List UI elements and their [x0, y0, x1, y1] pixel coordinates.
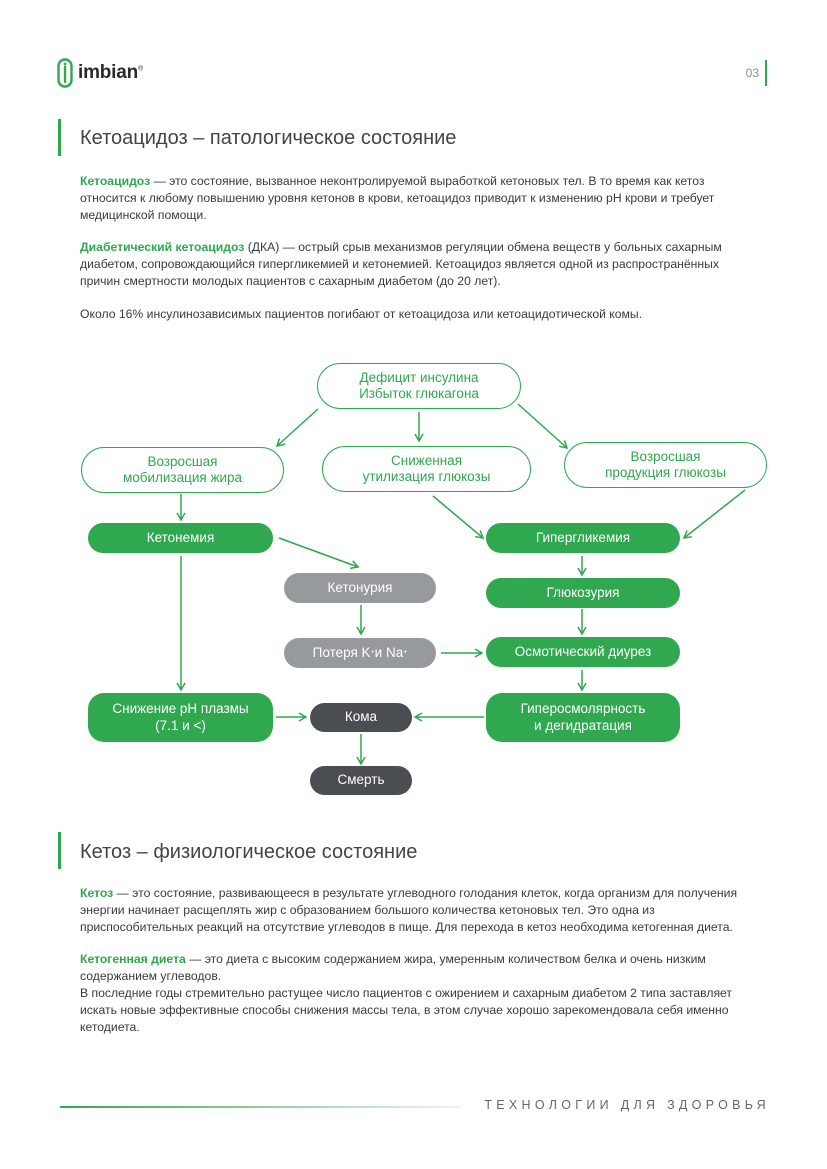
paragraph-text: (ДКА) — острый срыв механизмов регуляции… [80, 240, 722, 288]
node-glucosuria: Глюкозурия [486, 578, 680, 608]
section-title-ketosis: Кетоз – физиологическое состояние [80, 841, 418, 863]
node-death: Смерть [310, 766, 412, 795]
paragraph: Кетоацидоз — это состояние, вызванное не… [80, 173, 760, 223]
paragraph: В последние годы стремительно растущее ч… [80, 985, 732, 1034]
paragraph: Около 16% инсулинозависимых пациентов по… [80, 306, 643, 321]
arrow [682, 489, 746, 539]
paragraph: Кетоз — это состояние, развивающееся в р… [80, 885, 760, 935]
node-coma: Кома [310, 703, 412, 732]
page-number: 03 [745, 66, 759, 80]
arrow [275, 408, 319, 448]
logo-wordmark: imbian® [78, 62, 143, 83]
logo-icon [57, 58, 73, 88]
node-ketonemia: Кетонемия [88, 523, 273, 553]
brand-logo: imbian® [57, 58, 143, 88]
section-title-ketoacidosis: Кетоацидоз – патологическое состояние [80, 127, 457, 149]
ketosis-text: Кетоз — это состояние, развивающееся в р… [80, 885, 760, 1051]
section-accent-bar [58, 119, 61, 156]
page-number-bar [765, 60, 767, 86]
node-osmotic-diuresis: Осмотический диурез [486, 637, 680, 667]
node-glucose-production: Возросшая продукция глюкозы [564, 442, 767, 488]
paragraph: Кетогенная диета — это диета с высоким с… [80, 951, 760, 985]
node-electrolyte-loss: Потеря K+ и Na+ [284, 638, 436, 668]
footer-divider [60, 1106, 460, 1108]
term-keto-diet: Кетогенная диета [80, 952, 186, 967]
node-hyperosmolarity: Гиперосмолярность и дегидратация [486, 693, 680, 742]
node-hyperglycemia: Гипергликемия [486, 523, 680, 553]
node-ketonuria: Кетонурия [284, 573, 436, 603]
node-insulin-deficit: Дефицит инсулина Избыток глюкагона [317, 363, 521, 409]
paragraph-text: — это диета с высоким содержанием жира, … [80, 952, 706, 984]
node-fat-mobilization: Возросшая мобилизация жира [81, 447, 284, 493]
paragraph-text: — это состояние, вызванное неконтролируе… [80, 174, 715, 222]
term-dka: Диабетический кетоацидоз [80, 240, 245, 255]
node-ph-drop: Снижение pH плазмы (7.1 и <) [88, 693, 273, 742]
node-glucose-utilization: Сниженная утилизация глюкозы [322, 446, 531, 492]
term-ketoacidosis: Кетоацидоз [80, 174, 151, 188]
ketoacidosis-text: Кетоацидоз — это состояние, вызванное не… [80, 173, 760, 339]
term-ketosis: Кетоз [80, 886, 114, 900]
arrow [432, 495, 485, 539]
section-accent-bar [58, 832, 61, 869]
arrow [278, 537, 360, 570]
arrow [517, 403, 569, 450]
paragraph: Диабетический кетоацидоз (ДКА) — острый … [80, 239, 760, 289]
footer-tagline: ТЕХНОЛОГИИ ДЛЯ ЗДОРОВЬЯ [484, 1098, 770, 1112]
paragraph-text: — это состояние, развивающееся в результ… [80, 886, 738, 934]
